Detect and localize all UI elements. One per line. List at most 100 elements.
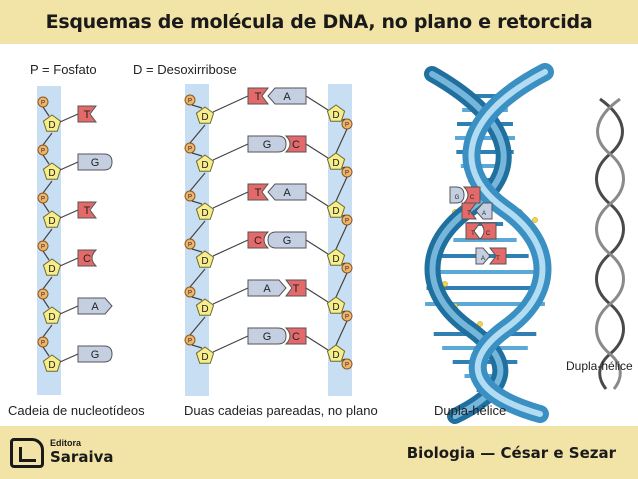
sugar-pentagon-icon bbox=[326, 152, 346, 170]
phosphate-5: P bbox=[37, 336, 49, 348]
sugar-label: D bbox=[332, 350, 339, 361]
phosphate-label: P bbox=[345, 123, 349, 129]
left-sugar-4: D bbox=[195, 298, 215, 316]
left-sugar-1: D bbox=[195, 154, 215, 172]
base-link bbox=[59, 113, 79, 123]
base-shape bbox=[475, 202, 493, 220]
backbone-link bbox=[189, 124, 206, 144]
sugar-pentagon-icon bbox=[195, 250, 215, 268]
sugar-label: D bbox=[48, 216, 55, 227]
base-shape bbox=[461, 202, 477, 220]
base-letter: T bbox=[467, 211, 471, 217]
phosphate-circle-icon bbox=[37, 288, 49, 300]
sugar-0: D bbox=[42, 114, 62, 132]
base-letter: T bbox=[471, 231, 475, 237]
sugar-pentagon-icon bbox=[326, 344, 346, 362]
base-letter: G bbox=[283, 235, 292, 247]
backbone-link bbox=[191, 200, 203, 205]
phosphate-circle-icon bbox=[341, 358, 353, 370]
left-phosphate-0: P bbox=[184, 94, 196, 106]
phosphate-label: P bbox=[345, 363, 349, 369]
dna-diagram: P = Fosfato D = Desoxirribose PDTPDGPDTP… bbox=[8, 62, 633, 424]
phosphate-label: P bbox=[188, 147, 192, 153]
base-letter: A bbox=[91, 301, 99, 313]
base-letter: G bbox=[263, 139, 272, 151]
inset-right-base-3: T bbox=[489, 247, 507, 265]
single-base-1: G bbox=[77, 153, 113, 171]
phosphate-circle-icon bbox=[37, 192, 49, 204]
right-phosphate-5: P bbox=[341, 358, 353, 370]
inset-left-base-2: T bbox=[465, 222, 481, 240]
backbone-link bbox=[335, 224, 348, 250]
caption-single-strand: Cadeia de nucleotídeos bbox=[8, 403, 145, 418]
backbone-link bbox=[191, 104, 203, 109]
base-shape bbox=[478, 222, 497, 240]
left-phosphate-5: P bbox=[184, 334, 196, 346]
base-link bbox=[212, 335, 249, 353]
base-link bbox=[59, 161, 79, 171]
right-phosphate-0: P bbox=[341, 118, 353, 130]
base-letter: A bbox=[263, 283, 271, 295]
sugar-5: D bbox=[42, 354, 62, 372]
base-letter: C bbox=[292, 331, 300, 343]
twisted-strand-b bbox=[595, 97, 625, 390]
left-sugar-3: D bbox=[195, 250, 215, 268]
book-credit: Biologia — César e Sezar bbox=[406, 444, 616, 462]
base-link bbox=[305, 191, 329, 207]
base-letter: C bbox=[486, 231, 491, 237]
left-phosphate-2: P bbox=[184, 190, 196, 202]
phosphate-label: P bbox=[188, 99, 192, 105]
base-link bbox=[212, 95, 249, 113]
sugar-4: D bbox=[42, 306, 62, 324]
base-letter: C bbox=[254, 235, 262, 247]
backbone-link bbox=[335, 176, 348, 202]
backbone-link bbox=[191, 296, 203, 301]
base-shape bbox=[285, 279, 307, 297]
backbone-link bbox=[42, 106, 50, 117]
base-shape bbox=[77, 249, 98, 267]
helix-strand-front-shine bbox=[468, 69, 548, 417]
backbone-link bbox=[42, 346, 50, 357]
backbone-link bbox=[191, 344, 203, 349]
base-link bbox=[305, 287, 329, 303]
backbone-link bbox=[42, 228, 53, 242]
helix-dot bbox=[532, 217, 538, 223]
phosphate-label: P bbox=[41, 293, 45, 299]
sugar-label: D bbox=[201, 160, 208, 171]
pair-left-base-4: A bbox=[247, 279, 287, 297]
left-phosphate-3: P bbox=[184, 238, 196, 250]
sugar-pentagon-icon bbox=[326, 200, 346, 218]
phosphate-circle-icon bbox=[37, 144, 49, 156]
phosphate-0: P bbox=[37, 96, 49, 108]
right-phosphate-1: P bbox=[341, 166, 353, 178]
single-base-2: T bbox=[77, 201, 97, 219]
base-link bbox=[212, 239, 249, 257]
right-sugar-3: D bbox=[326, 248, 346, 266]
sugar-pentagon-icon bbox=[326, 104, 346, 122]
base-shape bbox=[77, 297, 113, 315]
backbone-link bbox=[335, 128, 348, 154]
caption-paired-strands: Duas cadeias pareadas, no plano bbox=[184, 403, 378, 418]
twisted-helix bbox=[595, 97, 625, 390]
base-letter: T bbox=[255, 91, 262, 103]
sugar-label: D bbox=[48, 120, 55, 131]
single-base-0: T bbox=[77, 105, 97, 123]
sugar-label: D bbox=[332, 302, 339, 313]
sugar-pentagon-icon bbox=[42, 306, 62, 324]
phosphate-label: P bbox=[41, 245, 45, 251]
base-letter: C bbox=[83, 253, 91, 265]
phosphate-circle-icon bbox=[37, 336, 49, 348]
sugar-label: D bbox=[332, 206, 339, 217]
base-letter: A bbox=[481, 256, 485, 262]
phosphate-2: P bbox=[37, 192, 49, 204]
right-phosphate-4: P bbox=[341, 310, 353, 322]
base-link bbox=[305, 239, 329, 255]
base-link bbox=[59, 353, 79, 363]
header-bar: Esquemas de molécula de DNA, no plano e … bbox=[0, 0, 638, 44]
base-shape bbox=[475, 247, 491, 265]
base-link bbox=[59, 209, 79, 219]
backbone-link bbox=[42, 132, 53, 146]
